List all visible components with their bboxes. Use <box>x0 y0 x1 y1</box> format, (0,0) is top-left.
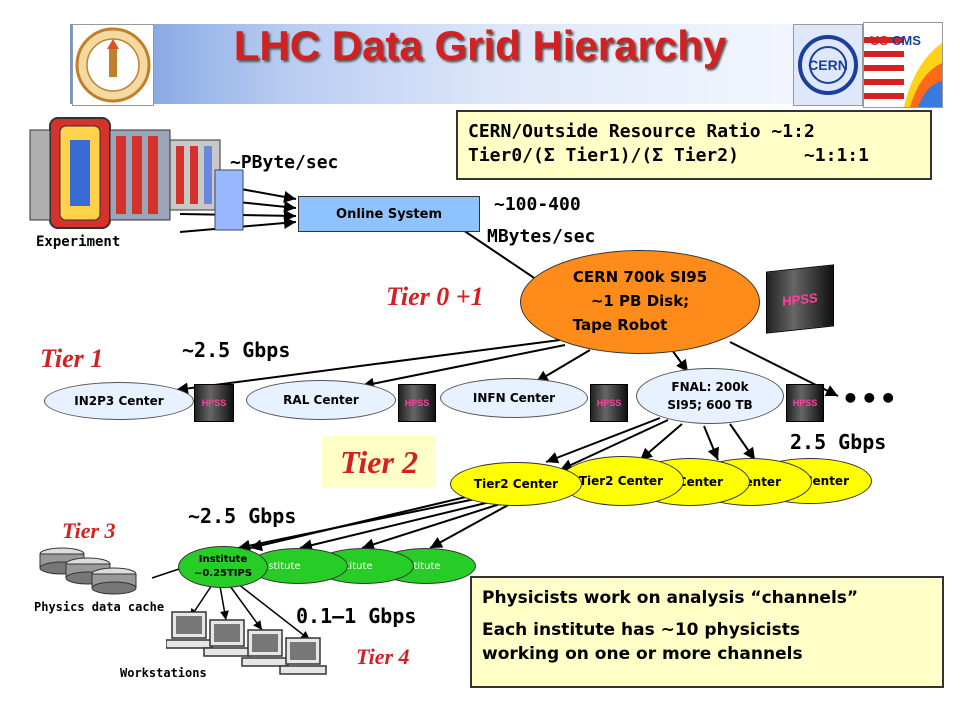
physics-data-cache-disks <box>36 546 156 600</box>
physicists-line-2: Each institute has ~10 physicists <box>482 620 800 640</box>
fnal-line-1: FNAL: 200k <box>671 380 749 394</box>
tier2-center-front: Tier2 Center <box>450 462 582 506</box>
in2p3-center: IN2P3 Center <box>44 382 194 420</box>
mbytes-label-2: MBytes/sec <box>487 226 596 247</box>
in2p3-server: HPSS <box>194 384 234 422</box>
hpss-label: HPSS <box>404 398 430 408</box>
hpss-label: HPSS <box>782 289 818 309</box>
cern-line-1: CERN 700k SI95 <box>572 268 708 286</box>
hpss-label: HPSS <box>596 398 622 408</box>
institute-front-line-1: Institute <box>198 554 248 565</box>
caltech-logo <box>72 24 154 106</box>
ral-server: HPSS <box>398 384 436 422</box>
infn-center: INFN Center <box>440 378 588 418</box>
tier-2-text: Tier 2 <box>340 443 418 480</box>
ratio-line-2: Tier0/(Σ Tier1)/(Σ Tier2) ~1:1:1 <box>468 145 869 166</box>
svg-text:CERN: CERN <box>808 57 848 73</box>
resource-ratio-box: CERN/Outside Resource Ratio ~1:2 Tier0/(… <box>456 110 932 180</box>
physicists-info-box: Physicists work on analysis “channels” E… <box>470 576 944 688</box>
physicists-line-1: Physicists work on analysis “channels” <box>482 588 859 608</box>
tier-0-1-label: Tier 0 +1 <box>386 282 484 311</box>
tier-2-label: Tier 2 <box>322 436 436 488</box>
tier1-bandwidth-label: ~2.5 Gbps <box>182 338 291 362</box>
tier-3-label: Tier 3 <box>62 518 116 543</box>
cern-center: CERN 700k SI95 ~1 PB Disk; Tape Robot <box>520 250 760 354</box>
mbytes-label-1: ~100-400 <box>494 194 581 215</box>
hpss-label: HPSS <box>201 398 227 408</box>
more-centers-ellipsis: ••• <box>842 382 899 415</box>
title-band <box>70 24 800 104</box>
cern-line-2: ~1 PB Disk; <box>590 292 690 310</box>
cern-logo: CERN <box>793 24 863 106</box>
experiment-detector <box>10 110 260 240</box>
svg-text:CMS: CMS <box>892 33 921 48</box>
ral-center: RAL Center <box>246 380 396 420</box>
tier2-bandwidth-label: ~2.5 Gbps <box>188 504 297 528</box>
tier4-bandwidth-label: 0.1–1 Gbps <box>296 604 417 628</box>
cern-hpss-server: HPSS <box>766 264 834 334</box>
svg-text:US: US <box>870 33 888 48</box>
workstations-icons <box>165 610 356 676</box>
physicists-line-3: working on one or more channels <box>482 644 803 664</box>
fnal-line-2: SI95; 600 TB <box>667 398 753 412</box>
workstations-label: Workstations <box>120 666 207 680</box>
ratio-line-1: CERN/Outside Resource Ratio ~1:2 <box>468 121 815 142</box>
online-system-box: Online System <box>298 196 480 232</box>
infn-server: HPSS <box>590 384 628 422</box>
tier-1-label: Tier 1 <box>40 344 104 373</box>
institute-front-line-2: ~0.25TIPS <box>193 568 253 579</box>
pbyte-label: ~PByte/sec <box>230 152 339 173</box>
cern-line-3: Tape Robot <box>572 316 668 334</box>
institute-front: Institute ~0.25TIPS <box>178 546 268 588</box>
fnal-center: FNAL: 200k SI95; 600 TB <box>636 368 784 424</box>
experiment-label: Experiment <box>36 234 121 250</box>
page-title: LHC Data Grid Hierarchy <box>233 22 727 69</box>
fnal-bandwidth-label: 2.5 Gbps <box>790 430 887 454</box>
tier-4-label: Tier 4 <box>356 644 410 669</box>
uscms-logo: US CMS <box>863 22 943 108</box>
physics-data-cache-label: Physics data cache <box>34 600 165 614</box>
hpss-label: HPSS <box>792 398 818 408</box>
fnal-server: HPSS <box>786 384 824 422</box>
